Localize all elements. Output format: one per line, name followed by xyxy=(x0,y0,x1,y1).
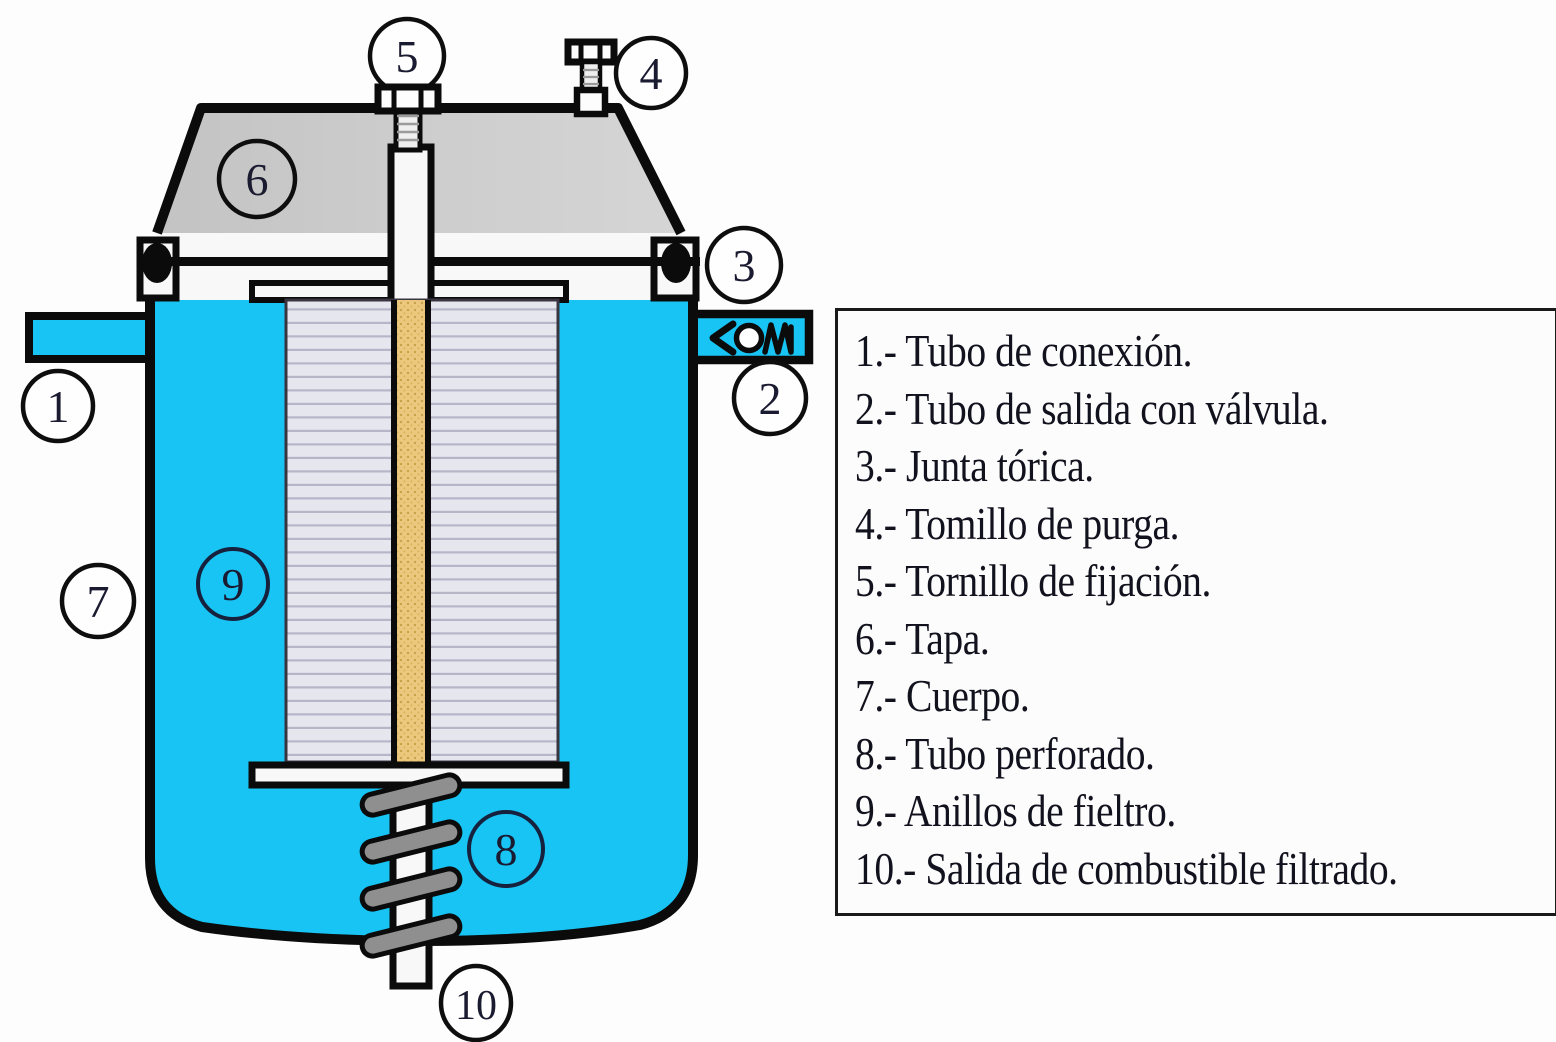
central-rod-top xyxy=(387,143,435,311)
svg-text:6: 6 xyxy=(246,154,269,205)
fuel-filter-diagram: 5 xyxy=(20,16,814,1042)
perforated-tube xyxy=(396,300,426,762)
callout-10: 10 xyxy=(438,963,514,1042)
legend-item-7: 7.- Cuerpo. xyxy=(855,670,1030,721)
o-ring-seal-right xyxy=(661,243,691,283)
svg-text:8: 8 xyxy=(495,824,518,875)
outlet-valve-tube xyxy=(687,309,814,365)
svg-text:2: 2 xyxy=(759,373,782,424)
spring xyxy=(359,772,463,959)
callout-6: 6 xyxy=(216,138,298,220)
legend-box: 1.- Tubo de conexión. 2.- Tubo de salida… xyxy=(835,308,1556,916)
check-valve-icon xyxy=(709,320,794,356)
bolt-nut xyxy=(374,83,442,115)
filter-element xyxy=(284,298,560,764)
svg-text:4: 4 xyxy=(640,48,663,99)
fixing-bolt xyxy=(374,83,442,311)
svg-text:9: 9 xyxy=(222,559,245,610)
svg-text:1: 1 xyxy=(47,381,70,432)
svg-text:7: 7 xyxy=(87,576,110,627)
legend-item-6: 6.- Tapa. xyxy=(855,612,990,664)
o-ring-seal-left xyxy=(142,243,172,283)
svg-text:10: 10 xyxy=(455,983,497,1029)
legend-item-2: 2.- Tubo de salida con válvula. xyxy=(855,382,1329,434)
callout-3: 3 xyxy=(704,225,784,305)
svg-text:3: 3 xyxy=(733,240,756,291)
callout-1: 1 xyxy=(20,368,96,444)
callout-9: 9 xyxy=(196,547,270,621)
legend-item-10: 10.- Salida de combustible filtrado. xyxy=(855,842,1398,894)
callout-7: 7 xyxy=(59,562,137,640)
legend-item-8: 8.- Tubo perforado. xyxy=(855,727,1155,779)
legend-item-4: 4.- Tomillo de purga. xyxy=(855,497,1180,549)
callout-4: 4 xyxy=(613,35,689,111)
callout-2: 2 xyxy=(731,359,809,437)
connection-tube xyxy=(25,312,163,363)
legend-item-3: 3.- Junta tórica. xyxy=(855,440,1094,491)
legend-item-1: 1.- Tubo de conexión. xyxy=(855,325,1193,376)
svg-text:5: 5 xyxy=(396,31,419,82)
bottom-plate xyxy=(248,761,570,789)
callout-5: 5 xyxy=(367,16,447,96)
legend-item-9: 9.- Anillos de fieltro. xyxy=(855,785,1176,836)
purge-screw xyxy=(564,38,618,118)
callout-8: 8 xyxy=(467,810,545,888)
legend-item-5: 5.- Tornillo de fijación. xyxy=(855,555,1211,606)
